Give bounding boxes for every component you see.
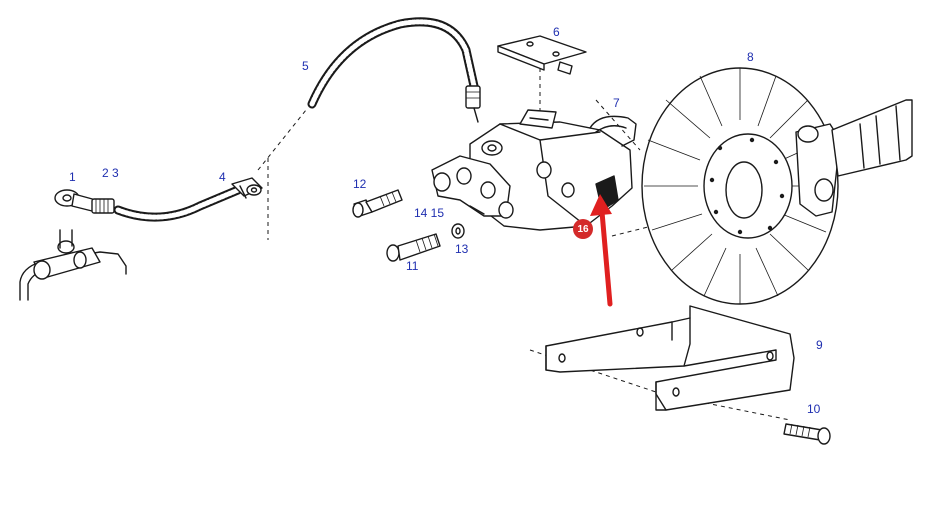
callout-11: 11: [406, 259, 419, 273]
callout-12: 12: [353, 177, 367, 191]
callout-9: 9: [816, 338, 823, 352]
callout-1: 1: [69, 170, 76, 184]
bolt-part-12: [352, 189, 403, 218]
callout-16-badge: 16: [573, 219, 593, 239]
mounting-bracket-part: [545, 305, 795, 411]
mounting-plate-part: [497, 35, 587, 75]
upper-brake-hose: [307, 17, 481, 123]
lower-brake-hose: [113, 185, 243, 222]
callout-5: 5: [302, 59, 309, 73]
callout-6: 6: [553, 25, 560, 39]
callout-8: 8: [747, 50, 754, 64]
callout-4: 4: [219, 170, 226, 184]
washer-part: [451, 223, 465, 239]
highlight-arrow: [590, 194, 613, 307]
axle-shaft-part: [795, 99, 913, 217]
callout-14-15: 14 15: [414, 206, 445, 220]
callout-7: 7: [613, 96, 620, 110]
callout-13: 13: [455, 242, 469, 256]
bolt-part-11: [386, 233, 441, 262]
brake-disc-part: [641, 67, 839, 305]
callout-10: 10: [807, 402, 821, 416]
hose-clamp-part: [231, 177, 263, 199]
banjo-fitting-part: [54, 189, 115, 214]
bolt-part-10: [783, 423, 831, 445]
callout-2-3: 2 3: [102, 166, 119, 180]
brake-valve-part: [19, 229, 127, 301]
